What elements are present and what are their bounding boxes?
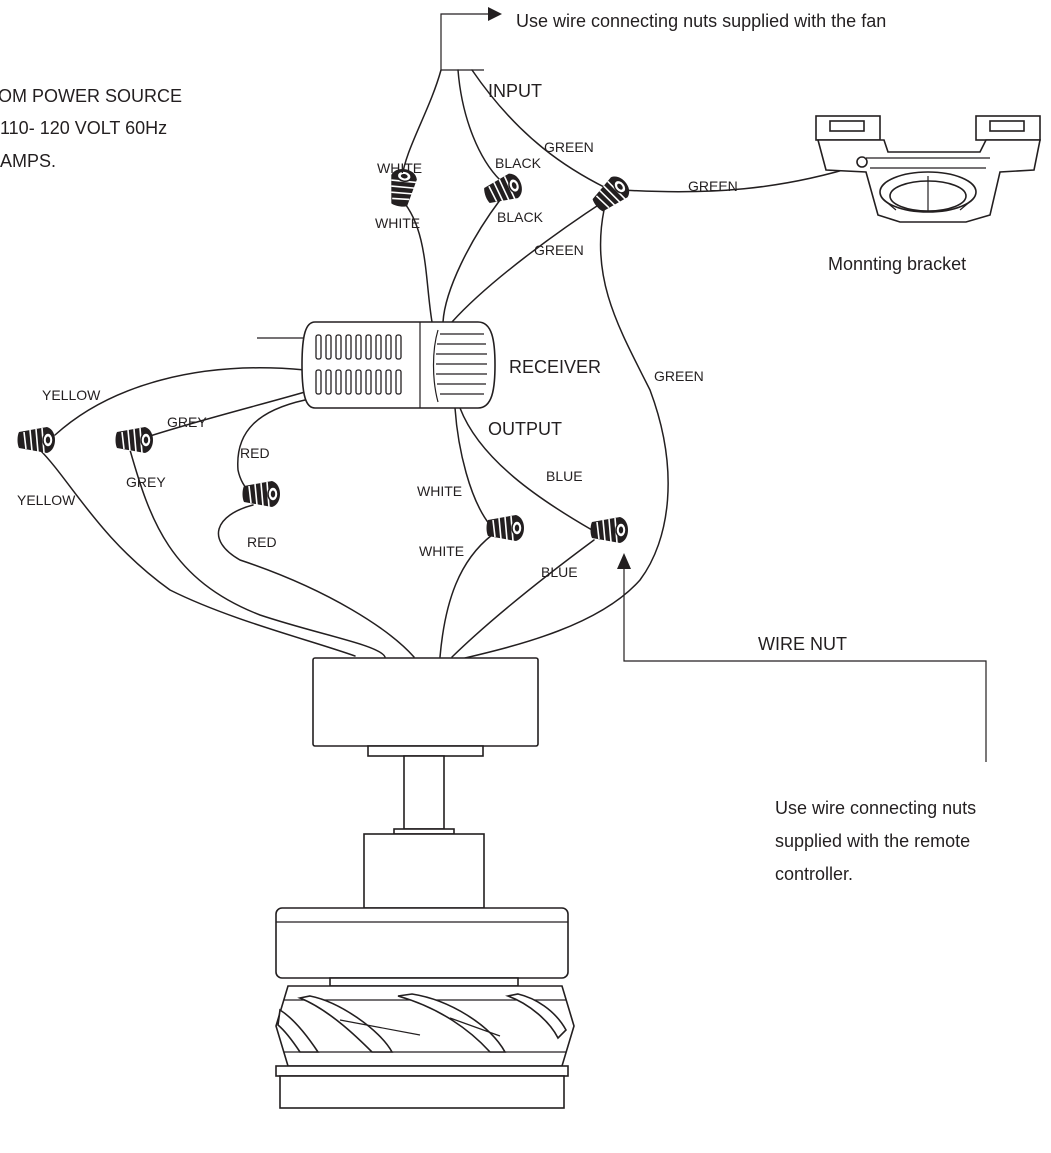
remote-note-line3: controller. [775, 864, 853, 884]
receiver-label: RECEIVER [509, 357, 601, 377]
wire-label-white-in-bottom: WHITE [375, 215, 420, 231]
wire-label-green-receiver: GREEN [534, 242, 584, 258]
wire-nut-label: WIRE NUT [758, 634, 847, 654]
wire-label-yellow-top: YELLOW [42, 387, 101, 403]
power-source-line2: 110- 120 VOLT 60Hz [0, 118, 167, 138]
wire-nut-leader-arrow [617, 553, 987, 762]
input-wires [401, 69, 861, 659]
remote-note-line1: Use wire connecting nuts [775, 798, 976, 818]
wire-label-grey-top: GREY [167, 414, 207, 430]
wire-label-red-top: RED [240, 445, 270, 461]
wire-label-white-in-top: WHITE [377, 160, 422, 176]
wire-label-red-bottom: RED [247, 534, 277, 550]
output-label: OUTPUT [488, 419, 562, 439]
wire-label-green-bracket: GREEN [688, 178, 738, 194]
wire-label-green-in: GREEN [544, 139, 594, 155]
wire-label-black-top: BLACK [495, 155, 542, 171]
top-leader-arrow [440, 7, 502, 71]
top-note: Use wire connecting nuts supplied with t… [516, 11, 886, 31]
receiver-box [257, 321, 496, 409]
wire-label-blue-bottom: BLUE [541, 564, 578, 580]
output-wires [39, 367, 595, 658]
wire-label-white-out-bottom: WHITE [419, 543, 464, 559]
wire-label-black-bottom: BLACK [497, 209, 544, 225]
wire-label-green-down: GREEN [654, 368, 704, 384]
power-source-line1: OM POWER SOURCE [0, 86, 182, 106]
wire-label-white-out-top: WHITE [417, 483, 462, 499]
remote-note-line2: supplied with the remote [775, 831, 970, 851]
power-source-line3: AMPS. [0, 151, 56, 171]
mounting-bracket-illustration [815, 115, 1041, 223]
fan-motor-illustration [275, 657, 575, 1109]
wire-label-blue-top: BLUE [546, 468, 583, 484]
input-label: INPUT [488, 81, 542, 101]
wire-label-yellow-bottom: YELLOW [17, 492, 76, 508]
bracket-label: Monnting bracket [828, 254, 966, 274]
wire-label-grey-bottom: GREY [126, 474, 166, 490]
